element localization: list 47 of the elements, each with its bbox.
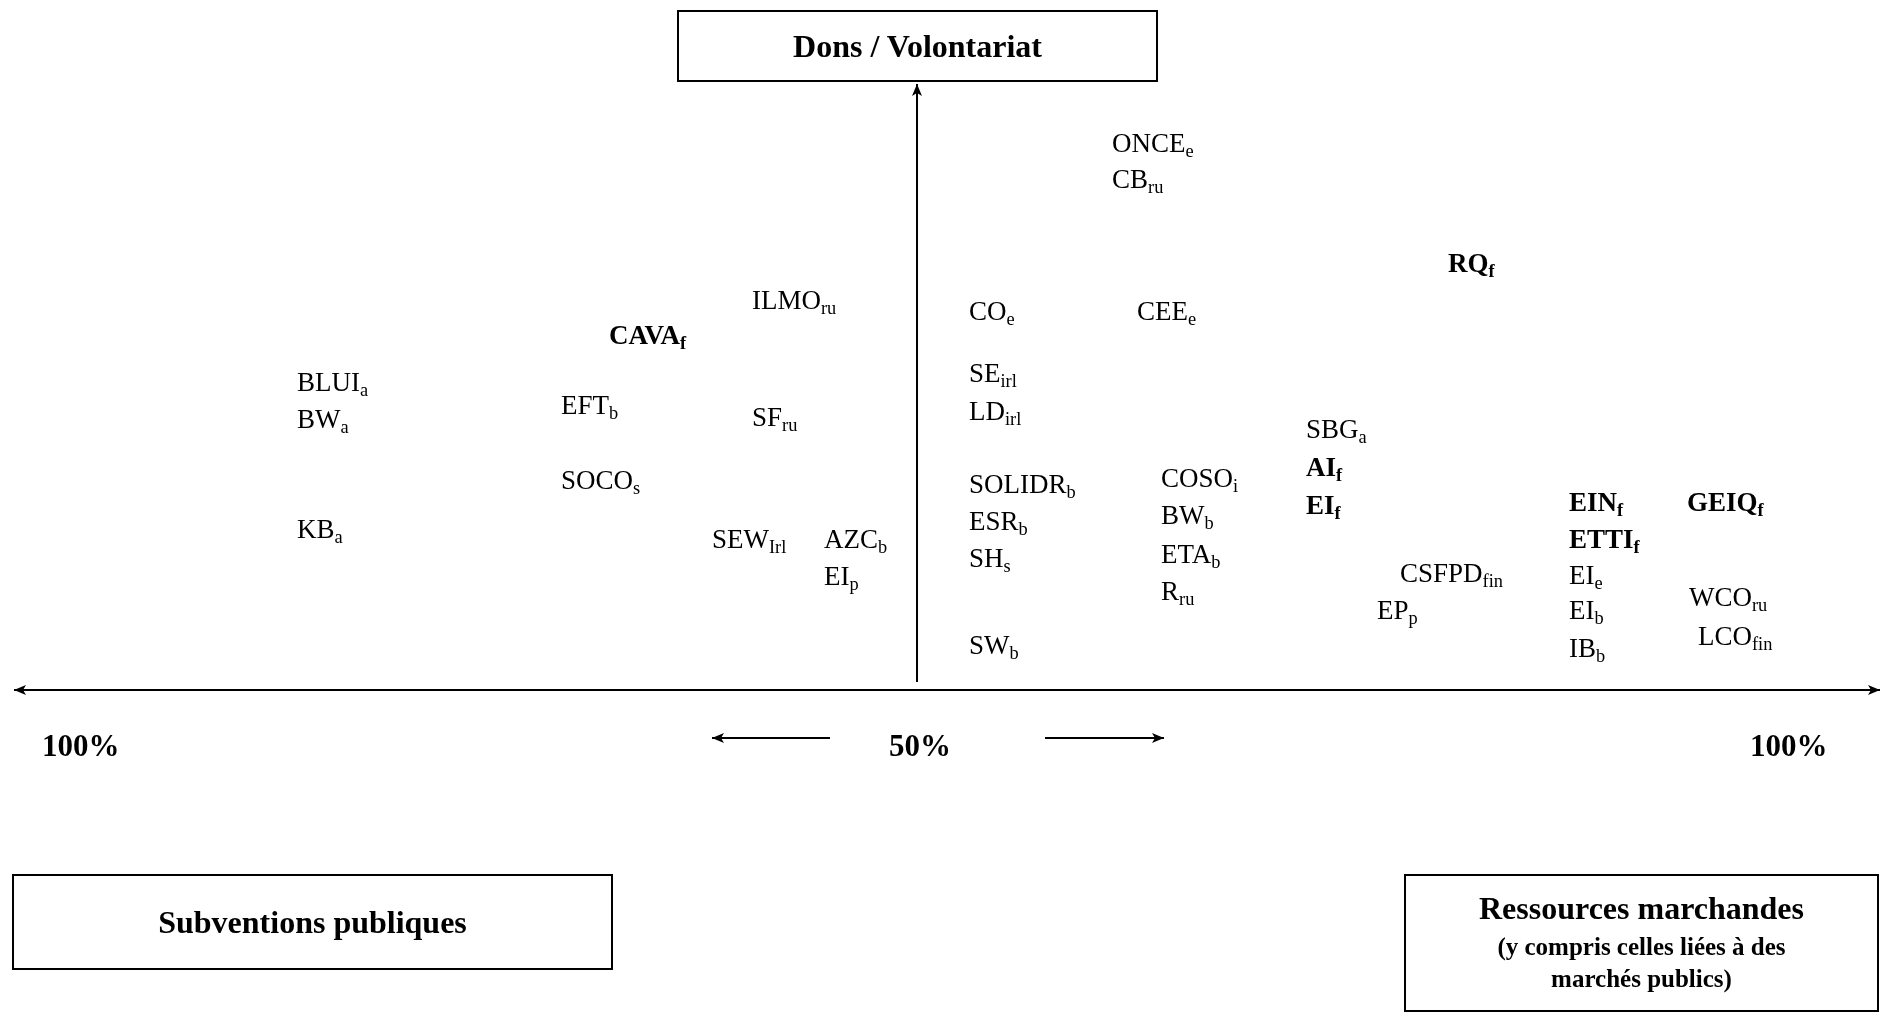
organisation-code: WCO$_{ru}$ (1689, 584, 1768, 611)
organisation-code: CO$_{e}$ (969, 298, 1015, 325)
organisation-code: CEE$_{e}$ (1137, 298, 1197, 325)
organisation-code: ONCE$_{e}$ (1112, 130, 1194, 157)
organisation-code: CB$_{ru}$ (1112, 166, 1164, 193)
organisation-code: ETA$_{b}$ (1161, 541, 1221, 568)
organisation-code: EI$_{e}$ (1569, 562, 1603, 589)
percent-label: 50% (889, 730, 951, 761)
organisation-code: GEIQ$_{f}$ (1687, 489, 1764, 516)
box-heading: Subventions publiques (158, 903, 467, 941)
organisation-code: AZC$_{b}$ (824, 526, 888, 553)
organisation-code: SBG$_{a}$ (1306, 416, 1367, 443)
organisation-code: EI$_{f}$ (1306, 492, 1341, 519)
organisation-code: EIN$_{f}$ (1569, 489, 1624, 516)
organisation-code: RQ$_{f}$ (1448, 250, 1495, 277)
box-heading: Dons / Volontariat (793, 27, 1042, 65)
organisation-code: BW$_{b}$ (1161, 502, 1214, 529)
organisation-code: SEW$_{Irl}$ (712, 526, 787, 553)
organisation-code: SOLIDR$_{b}$ (969, 471, 1076, 498)
organisation-code: R$_{ru}$ (1161, 578, 1195, 605)
organisation-code: LCO$_{fin}$ (1698, 623, 1773, 650)
organisation-code: COSO$_{i}$ (1161, 465, 1239, 492)
text-box (677, 10, 1158, 82)
organisation-code: BW$_{a}$ (297, 406, 349, 433)
organisation-code: AI$_{f}$ (1306, 454, 1343, 481)
organisation-code: CAVA$_{f}$ (609, 322, 687, 349)
organisation-code: ETTI$_{f}$ (1569, 526, 1640, 553)
percent-label: 100% (42, 730, 120, 761)
percent-label: 100% (1750, 730, 1828, 761)
organisation-code: IB$_{b}$ (1569, 635, 1606, 662)
box-subtitle: (y compris celles liées à des marchés publics) (1496, 931, 1787, 995)
organisation-code: SH$_{s}$ (969, 545, 1011, 572)
organisation-code: SF$_{ru}$ (752, 404, 798, 431)
organisation-code: LD$_{irl}$ (969, 398, 1022, 425)
text-box (12, 874, 613, 970)
organisation-code: CSFPD$_{fin}$ (1400, 560, 1503, 587)
organisation-code: ESR$_{b}$ (969, 508, 1028, 535)
box-heading: Ressources marchandes (1479, 890, 1804, 927)
organisation-code: EI$_{b}$ (1569, 597, 1604, 624)
organisation-code: SOCO$_{s}$ (561, 467, 641, 494)
organisation-code: SE$_{irl}$ (969, 360, 1017, 387)
organisation-code: BLUI$_{a}$ (297, 369, 369, 396)
organisation-code: EFT$_{b}$ (561, 392, 619, 419)
text-box (1404, 874, 1879, 1012)
organisation-code: SW$_{b}$ (969, 632, 1019, 659)
organisation-code: ILMO$_{ru}$ (752, 287, 837, 314)
organisation-code: KB$_{a}$ (297, 516, 343, 543)
